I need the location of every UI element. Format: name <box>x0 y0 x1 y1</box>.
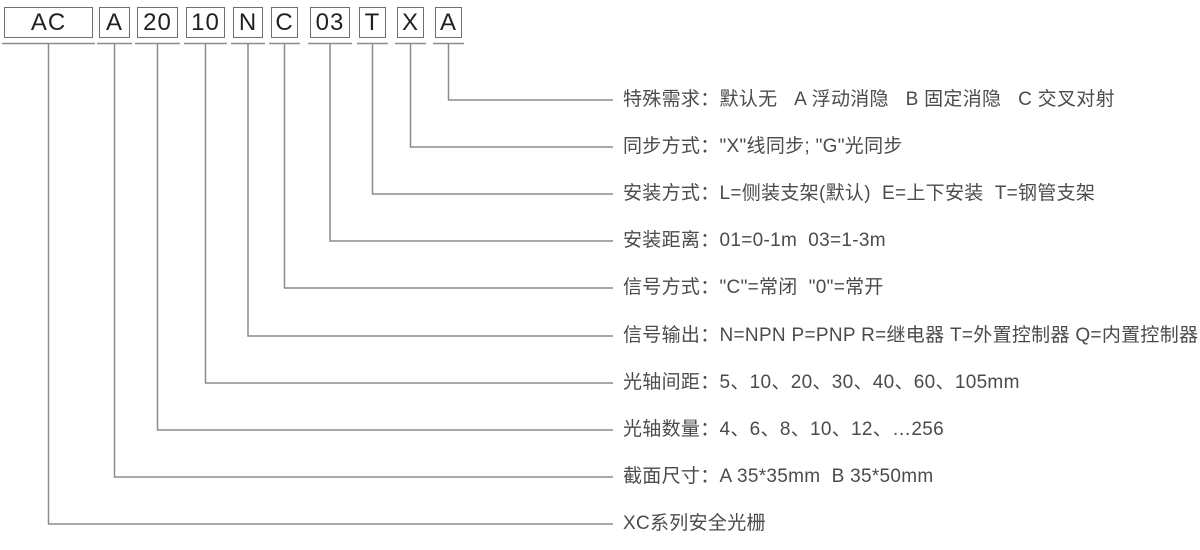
code-box-signal-output: N <box>233 7 263 38</box>
callout-mounting-distance: 安装距离：01=0-1m 03=1-3m <box>623 230 886 251</box>
code-box-cross-section: A <box>99 7 130 38</box>
callout-signal-output: 信号输出：N=NPN P=PNP R=继电器 T=外置控制器 Q=内置控制器 <box>623 325 1199 346</box>
code-box-mounting-method: T <box>359 7 386 38</box>
connector-line <box>283 43 613 289</box>
callout-beam-count: 光轴数量：4、6、8、10、12、…256 <box>623 419 944 440</box>
callout-mounting-method: 安装方式：L=侧装支架(默认) E=上下安装 T=钢管支架 <box>623 183 1096 204</box>
callout-signal-mode: 信号方式："C"=常闭 "0"=常开 <box>623 277 884 298</box>
connector-line <box>156 43 613 431</box>
callout-cross-section: 截面尺寸：A 35*35mm B 35*50mm <box>623 466 934 487</box>
code-box-signal-mode: C <box>271 7 298 38</box>
code-box-special-requirement: A <box>435 7 462 38</box>
connector-line <box>247 43 613 337</box>
code-box-mounting-distance: 03 <box>310 7 350 38</box>
code-box-sync-mode: X <box>397 7 424 38</box>
connector-line <box>409 43 613 148</box>
code-box-series-prefix: AC <box>4 7 93 38</box>
connector-line <box>447 43 613 101</box>
callout-special-requirement: 特殊需求：默认无 A 浮动消隐 B 固定消隐 C 交叉对射 <box>623 89 1115 110</box>
code-box-beam-pitch: 10 <box>186 7 225 38</box>
connector-line <box>47 43 613 525</box>
connector-line <box>113 43 613 478</box>
connector-line <box>204 43 613 384</box>
callout-series: XC系列安全光栅 <box>623 513 766 534</box>
connector-line <box>329 43 613 242</box>
callout-sync-mode: 同步方式："X"线同步; "G"光同步 <box>623 136 903 157</box>
code-box-beam-count: 20 <box>137 7 178 38</box>
callout-beam-pitch: 光轴间距：5、10、20、30、40、60、105mm <box>623 372 1020 393</box>
connector-line <box>371 43 613 195</box>
